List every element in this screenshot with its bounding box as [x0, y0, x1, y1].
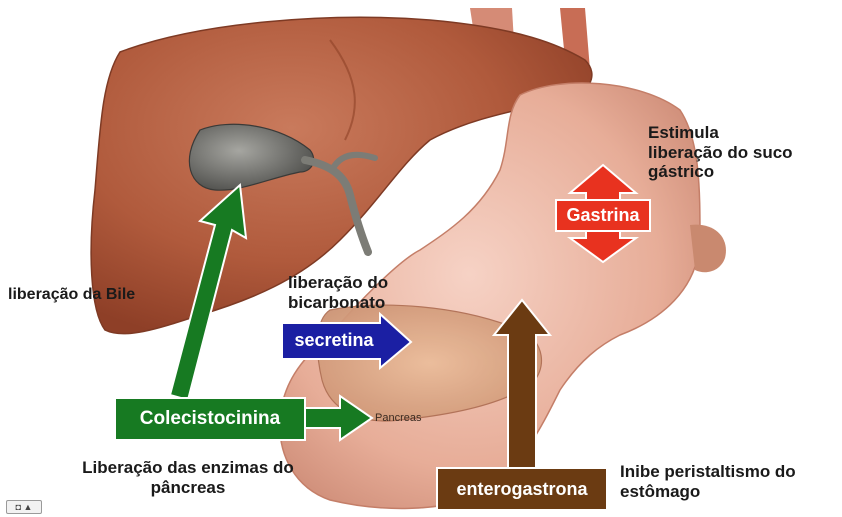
enterogastrona-label: enterogastrona — [437, 479, 607, 500]
secretina-label: secretina — [284, 330, 384, 351]
bile-label: liberação da Bile — [8, 286, 208, 304]
spleen — [690, 225, 726, 273]
colecistocinina-label: Colecistocinina — [115, 408, 305, 430]
enzimas-label: Liberação das enzimas do pâncreas — [68, 458, 308, 497]
pancreas-label: Pancreas — [375, 412, 421, 425]
inibe-label: Inibe peristaltismo do estômago — [620, 462, 835, 501]
player-control-button[interactable]: ◘ ▲ — [6, 500, 42, 514]
gastrina-label: Gastrina — [556, 205, 650, 226]
estimula-label: Estimula liberação do suco gástrico — [648, 123, 793, 182]
bicarbonato-label: liberação do bicarbonato — [288, 273, 413, 312]
